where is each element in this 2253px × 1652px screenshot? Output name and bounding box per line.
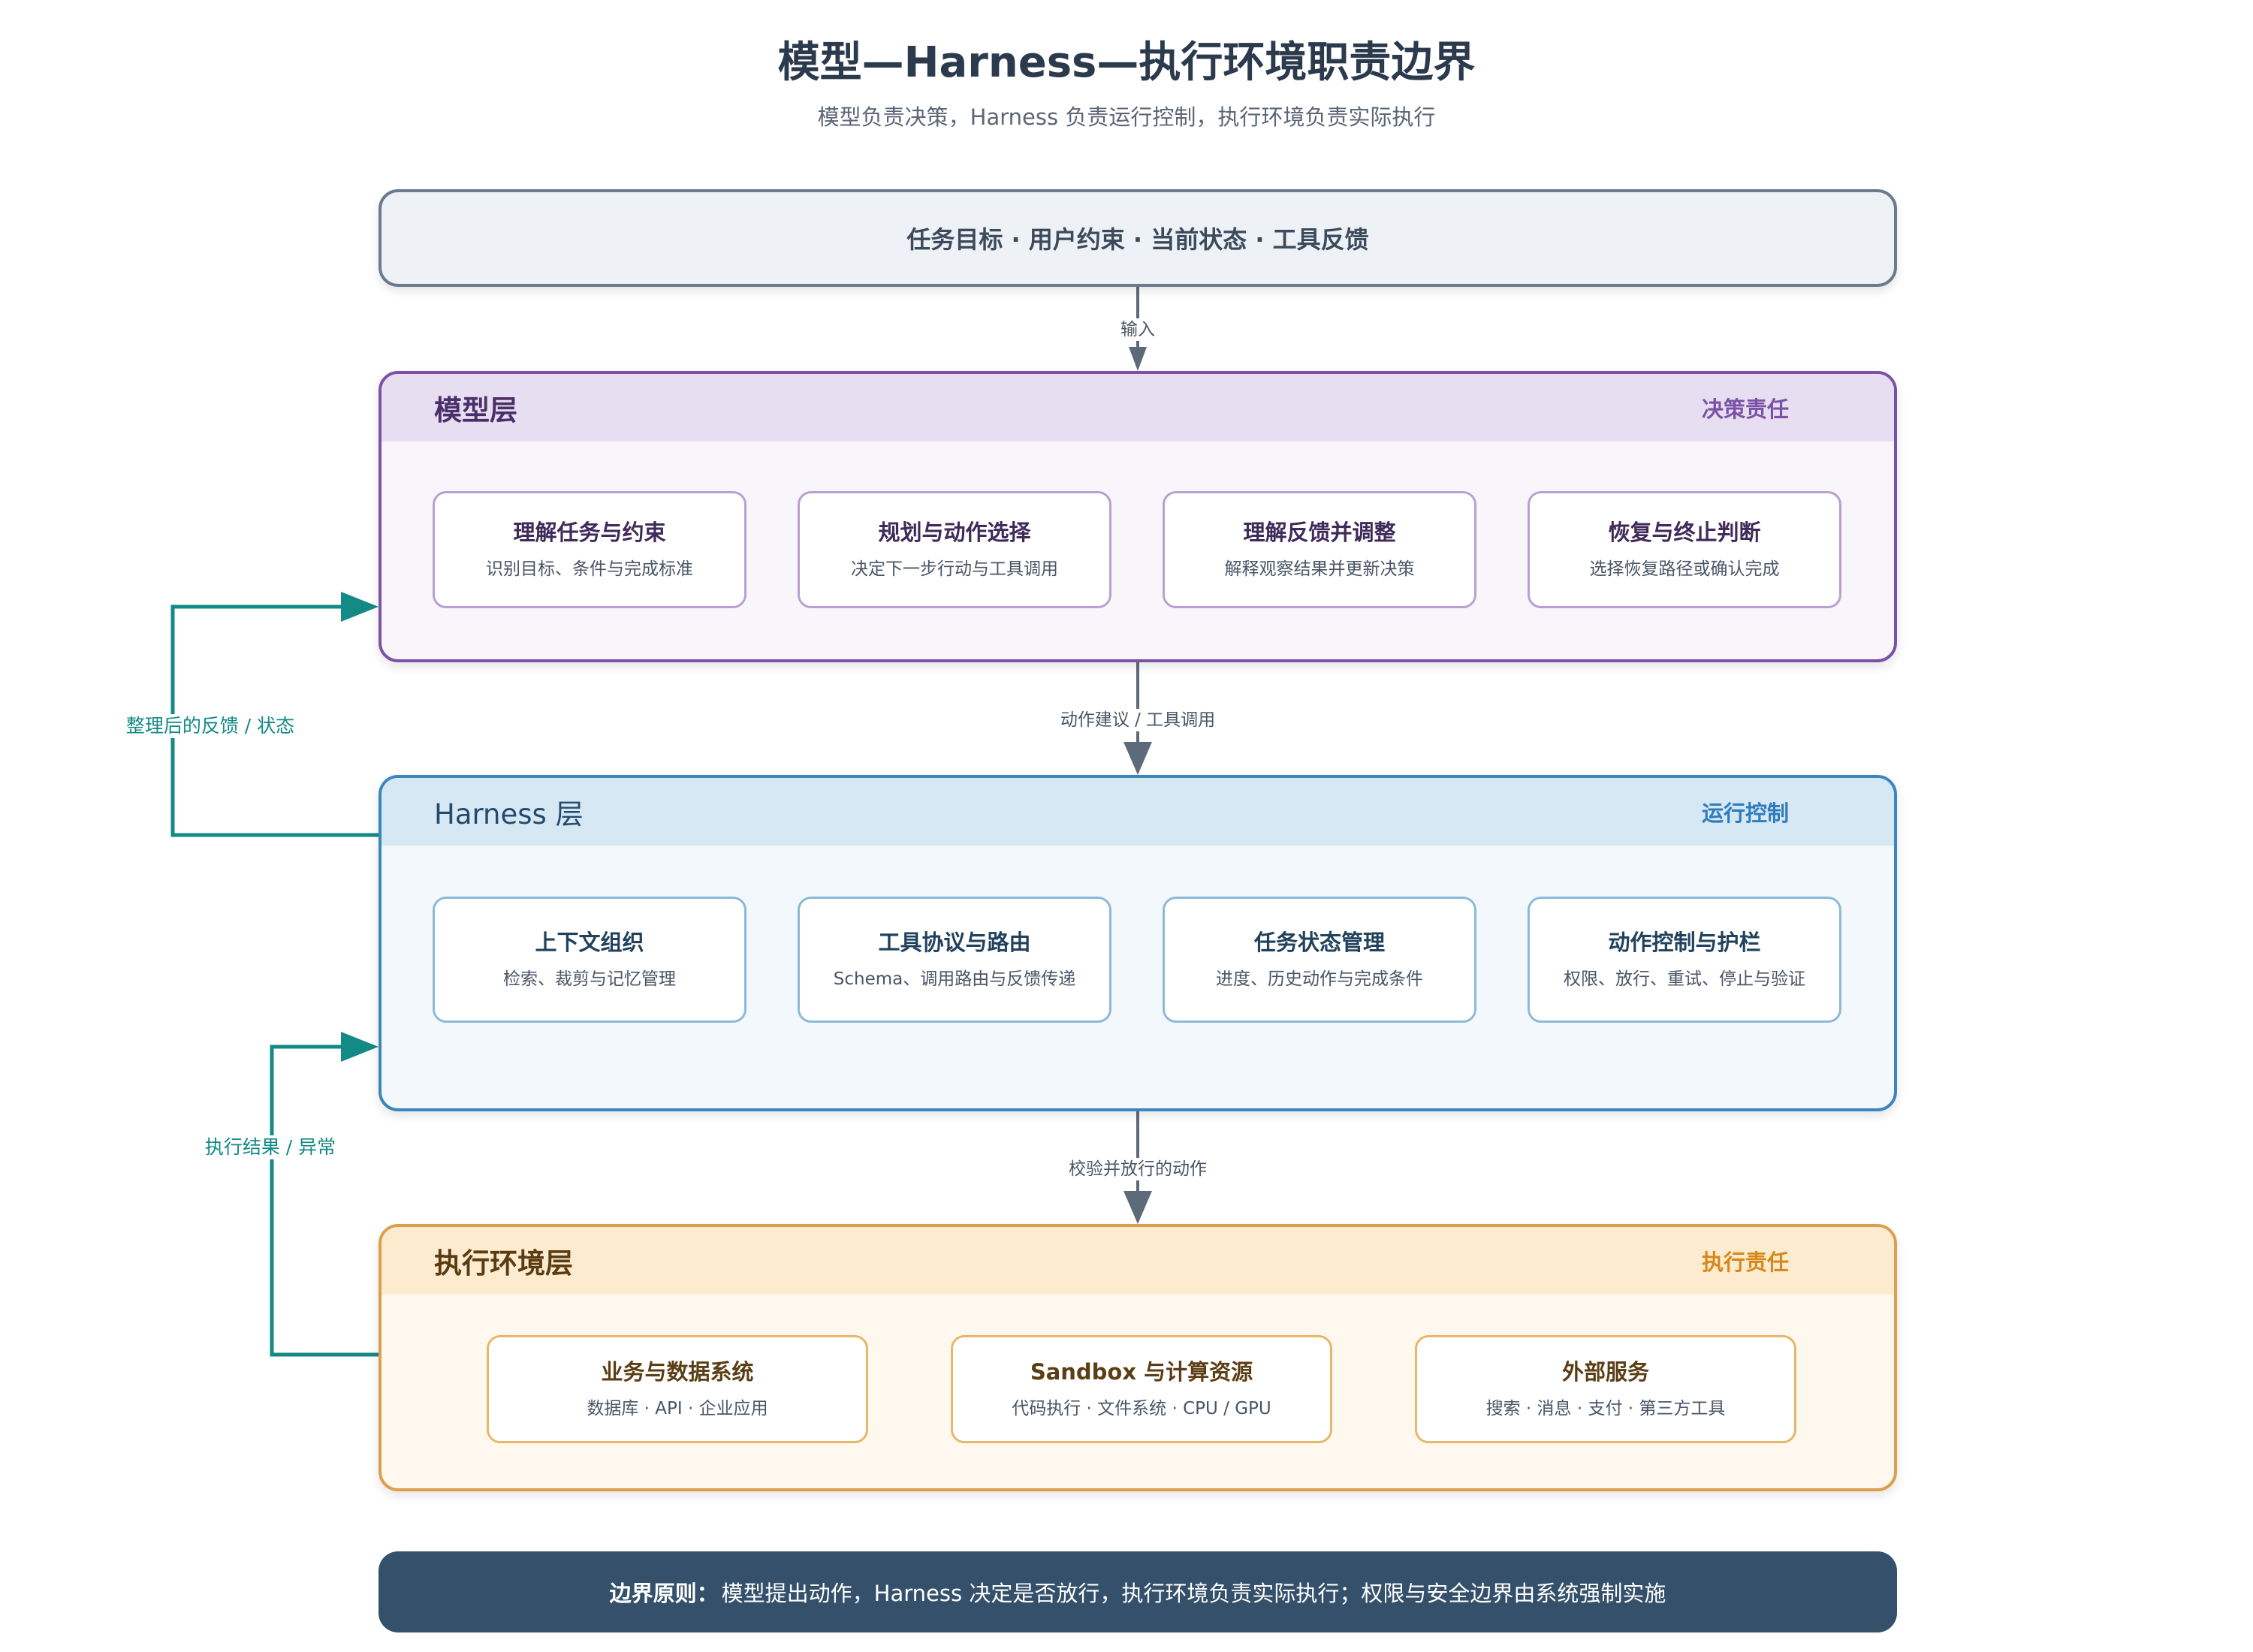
env-layer-header: 执行环境层 执行责任 (382, 1227, 1894, 1295)
card-title: 恢复与终止判断 (1608, 520, 1761, 545)
card-title: 理解反馈并调整 (1243, 520, 1396, 545)
env-card-business: 业务与数据系统 数据库 · API · 企业应用 (487, 1335, 868, 1443)
card-title: 业务与数据系统 (601, 1359, 754, 1385)
card-desc: 代码执行 · 文件系统 · CPU / GPU (1012, 1399, 1271, 1418)
flow-label-input: 输入 (1081, 318, 1194, 341)
harness-card-tools: 工具协议与路由 Schema、调用路由与反馈传递 (798, 897, 1111, 1023)
model-card-recover: 恢复与终止判断 选择恢复路径或确认完成 (1528, 491, 1841, 608)
harness-card-guardrails: 动作控制与护栏 权限、放行、重试、停止与验证 (1528, 897, 1841, 1023)
card-desc: 识别目标、条件与完成标准 (486, 559, 693, 579)
card-title: 理解任务与约束 (513, 520, 666, 545)
flow-label-model-to-harness: 动作建议 / 工具调用 (1025, 709, 1250, 731)
arrow-result-to-harness (270, 1045, 379, 1357)
model-card-understand: 理解任务与约束 识别目标、条件与完成标准 (433, 491, 746, 608)
harness-card-state: 任务状态管理 进度、历史动作与完成条件 (1163, 897, 1476, 1023)
card-title: 规划与动作选择 (878, 520, 1031, 545)
model-layer-name: 模型层 (434, 394, 517, 427)
env-layer-tag: 执行责任 (1701, 1250, 1789, 1275)
model-card-plan: 规划与动作选择 决定下一步行动与工具调用 (798, 491, 1111, 608)
env-layer-name: 执行环境层 (434, 1247, 573, 1280)
card-desc: 检索、裁剪与记忆管理 (503, 969, 676, 989)
model-card-feedback: 理解反馈并调整 解释观察结果并更新决策 (1163, 491, 1476, 608)
card-title: 动作控制与护栏 (1608, 930, 1761, 955)
model-layer-tag: 决策责任 (1701, 396, 1789, 422)
card-title: Sandbox 与计算资源 (1030, 1359, 1253, 1385)
page-subtitle: 模型负责决策，Harness 负责运行控制，执行环境负责实际执行 (817, 104, 1436, 130)
card-desc: 选择恢复路径或确认完成 (1589, 559, 1780, 579)
arrowhead-feedback-model (341, 592, 379, 622)
card-title: 任务状态管理 (1253, 930, 1385, 955)
arrowhead-harness-env (1123, 1191, 1152, 1224)
card-desc: 解释观察结果并更新决策 (1224, 559, 1415, 579)
arrowhead-input (1129, 347, 1147, 371)
env-card-sandbox: Sandbox 与计算资源 代码执行 · 文件系统 · CPU / GPU (951, 1335, 1332, 1443)
env-layer: 执行环境层 执行责任 业务与数据系统 数据库 · API · 企业应用 Sand… (379, 1224, 1897, 1491)
arrowhead-result-harness (341, 1032, 379, 1062)
arrowhead-model-harness (1123, 742, 1152, 775)
card-desc: Schema、调用路由与反馈传递 (833, 969, 1076, 989)
card-desc: 决定下一步行动与工具调用 (851, 559, 1058, 579)
card-desc: 数据库 · API · 企业应用 (587, 1399, 768, 1418)
env-card-external: 外部服务 搜索 · 消息 · 支付 · 第三方工具 (1415, 1335, 1796, 1443)
model-layer-header: 模型层 决策责任 (382, 374, 1894, 442)
principle-label: 边界原则： (609, 1581, 719, 1606)
card-desc: 搜索 · 消息 · 支付 · 第三方工具 (1485, 1399, 1726, 1418)
side-label-feedback: 整理后的反馈 / 状态 (90, 714, 330, 738)
card-title: 上下文组织 (535, 930, 644, 955)
card-title: 工具协议与路由 (878, 930, 1031, 955)
page-title: 模型—Harness—执行环境职责边界 (777, 38, 1476, 87)
principle-text: 模型提出动作，Harness 决定是否放行，执行环境负责实际执行；权限与安全边界… (721, 1581, 1666, 1606)
harness-layer-header: Harness 层 运行控制 (382, 778, 1894, 846)
side-label-result: 执行结果 / 异常 (150, 1135, 391, 1159)
card-desc: 权限、放行、重试、停止与验证 (1564, 969, 1805, 989)
boundary-principle-banner: 边界原则： 模型提出动作，Harness 决定是否放行，执行环境负责实际执行；权… (379, 1551, 1897, 1632)
harness-card-context: 上下文组织 检索、裁剪与记忆管理 (433, 897, 746, 1023)
card-title: 外部服务 (1561, 1359, 1649, 1385)
harness-layer-tag: 运行控制 (1701, 800, 1789, 826)
harness-layer: Harness 层 运行控制 上下文组织 检索、裁剪与记忆管理 工具协议与路由 … (379, 775, 1897, 1111)
flow-label-harness-to-env: 校验并放行的动作 (1044, 1158, 1232, 1180)
model-layer: 模型层 决策责任 理解任务与约束 识别目标、条件与完成标准 规划与动作选择 决定… (379, 371, 1897, 662)
input-box: 任务目标 · 用户约束 · 当前状态 · 工具反馈 (379, 189, 1897, 287)
card-desc: 进度、历史动作与完成条件 (1216, 969, 1423, 989)
harness-layer-name: Harness 层 (434, 798, 584, 831)
